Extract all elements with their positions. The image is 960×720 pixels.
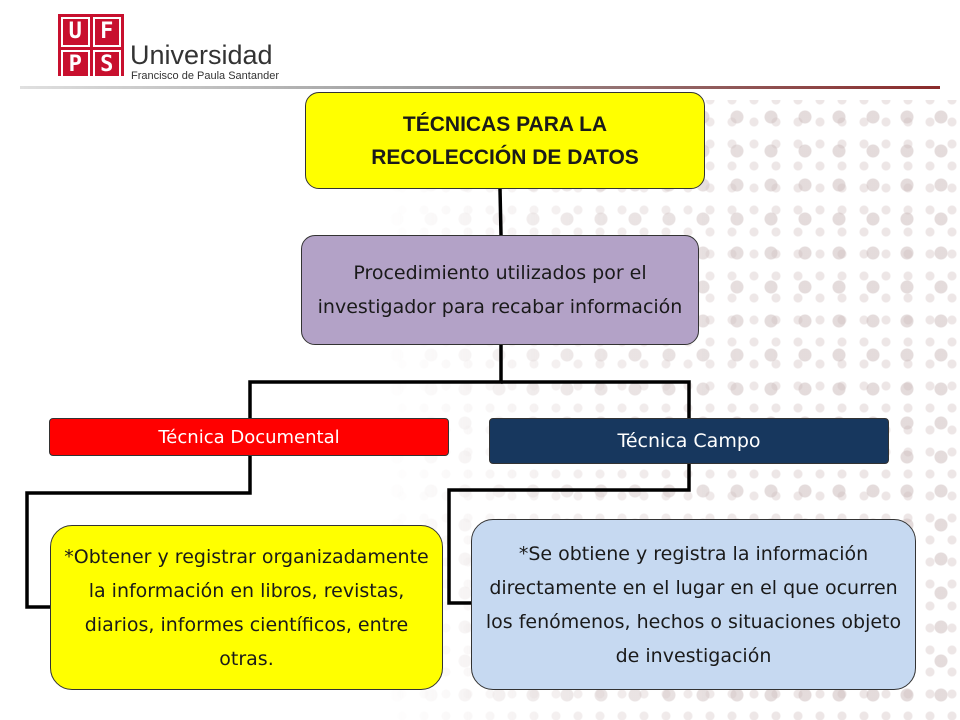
connector-definition-to-branches: [248, 345, 503, 418]
university-logo: U F P S: [58, 14, 124, 80]
brand-subtitle: Francisco de Paula Santander: [131, 70, 279, 82]
connector-campo-to-description: [447, 464, 691, 605]
field-technique-label: Técnica Campo: [617, 430, 761, 452]
field-technique-node: Técnica Campo: [489, 418, 889, 464]
documental-technique-label: Técnica Documental: [158, 426, 340, 448]
logo-letter: P: [61, 50, 90, 80]
header-divider: [20, 86, 940, 89]
documental-description-node: *Obtener y registrar organizadamente la …: [50, 525, 443, 690]
connector-documental-to-description: [25, 456, 252, 609]
documental-description-text: *Obtener y registrar organizadamente la …: [64, 545, 429, 670]
logo-letter: S: [92, 50, 121, 80]
definition-node: Procedimiento utilizados por el investig…: [301, 235, 699, 345]
field-description-node: *Se obtiene y registra la información di…: [471, 519, 916, 690]
root-node-label: TÉCNICAS PARA LA RECOLECCIÓN DE DATOS: [371, 112, 639, 169]
brand-name: Universidad: [130, 40, 273, 70]
logo-letter: F: [92, 17, 121, 47]
field-description-text: *Se obtiene y registra la información di…: [485, 542, 902, 667]
definition-node-label: Procedimiento utilizados por el investig…: [317, 262, 683, 318]
connector-root-to-definition: [498, 188, 503, 236]
connector-definition-to-campo: [501, 380, 691, 418]
documental-technique-node: Técnica Documental: [49, 418, 449, 456]
logo-letter: U: [61, 17, 90, 47]
root-node: TÉCNICAS PARA LA RECOLECCIÓN DE DATOS: [305, 92, 705, 189]
